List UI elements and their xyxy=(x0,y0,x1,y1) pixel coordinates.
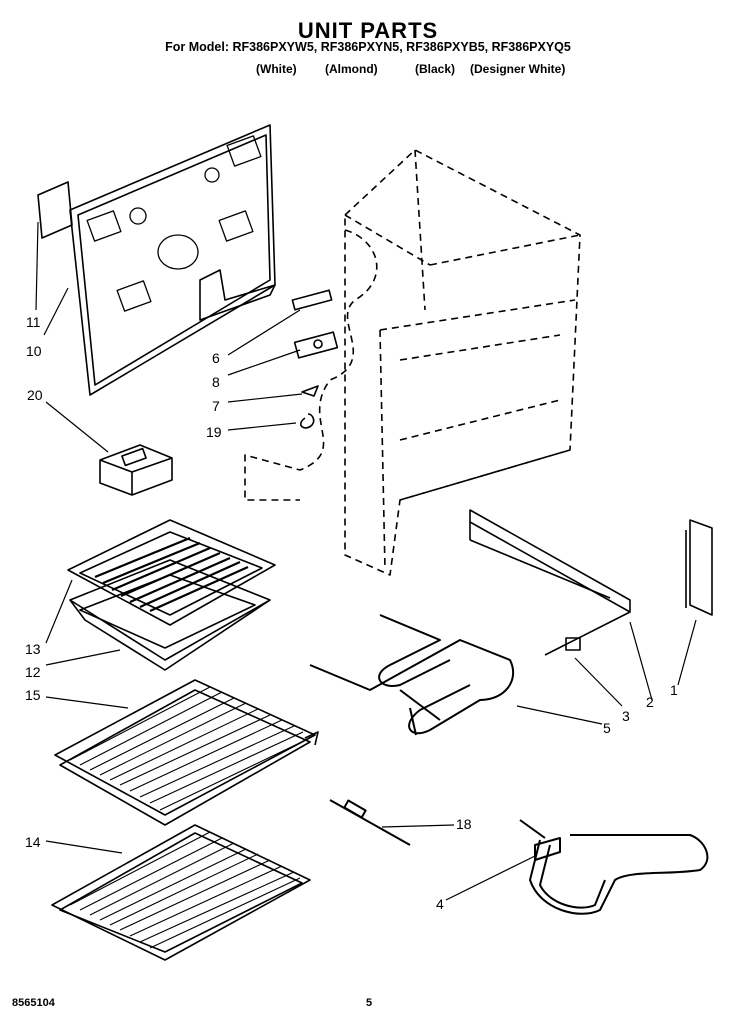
bake-element xyxy=(519,819,709,915)
terminal-block xyxy=(291,289,333,311)
back-panel xyxy=(69,124,276,396)
color-white: (White) xyxy=(256,62,297,76)
control-module xyxy=(99,444,173,496)
page-number: 5 xyxy=(366,997,373,1009)
callout-10: 10 xyxy=(26,343,42,359)
page-title: UNIT PARTS xyxy=(297,18,439,43)
color-black: (Black) xyxy=(415,62,456,76)
model-line: For Model: RF386PXYW5, RF386PXYN5, RF386… xyxy=(165,40,571,54)
oven-rack-upper xyxy=(54,679,319,826)
callout-13: 13 xyxy=(25,641,41,657)
callout-3: 3 xyxy=(622,708,630,724)
callout-leaders xyxy=(35,221,697,901)
callout-19: 19 xyxy=(206,424,222,440)
callout-11: 11 xyxy=(26,314,41,330)
oven-rack-lower xyxy=(51,824,311,961)
callout-14: 14 xyxy=(25,834,41,850)
callout-6: 6 xyxy=(212,350,220,366)
callout-20: 20 xyxy=(27,387,43,403)
wire-tie xyxy=(300,413,315,429)
hinge-bracket xyxy=(37,181,73,239)
callout-4: 4 xyxy=(436,896,444,912)
temperature-sensor xyxy=(329,799,411,846)
broil-element xyxy=(309,614,515,736)
color-almond: (Almond) xyxy=(325,62,378,76)
color-designer-white: (Designer White) xyxy=(470,62,566,76)
oven-cabinet-outline xyxy=(244,149,581,576)
doc-number: 8565104 xyxy=(12,997,55,1009)
callout-2: 2 xyxy=(646,694,654,710)
broiler-grid xyxy=(67,519,276,626)
callout-7: 7 xyxy=(212,398,220,414)
wire-clip xyxy=(301,385,319,397)
spacer-clip xyxy=(565,637,581,651)
callout-18: 18 xyxy=(456,816,472,832)
callout-12: 12 xyxy=(25,664,41,680)
callout-5: 5 xyxy=(603,720,611,736)
callout-8: 8 xyxy=(212,374,220,390)
callout-1: 1 xyxy=(670,682,678,698)
side-bracket xyxy=(689,519,713,616)
sensor-clip xyxy=(293,331,339,359)
callout-15: 15 xyxy=(25,687,41,703)
